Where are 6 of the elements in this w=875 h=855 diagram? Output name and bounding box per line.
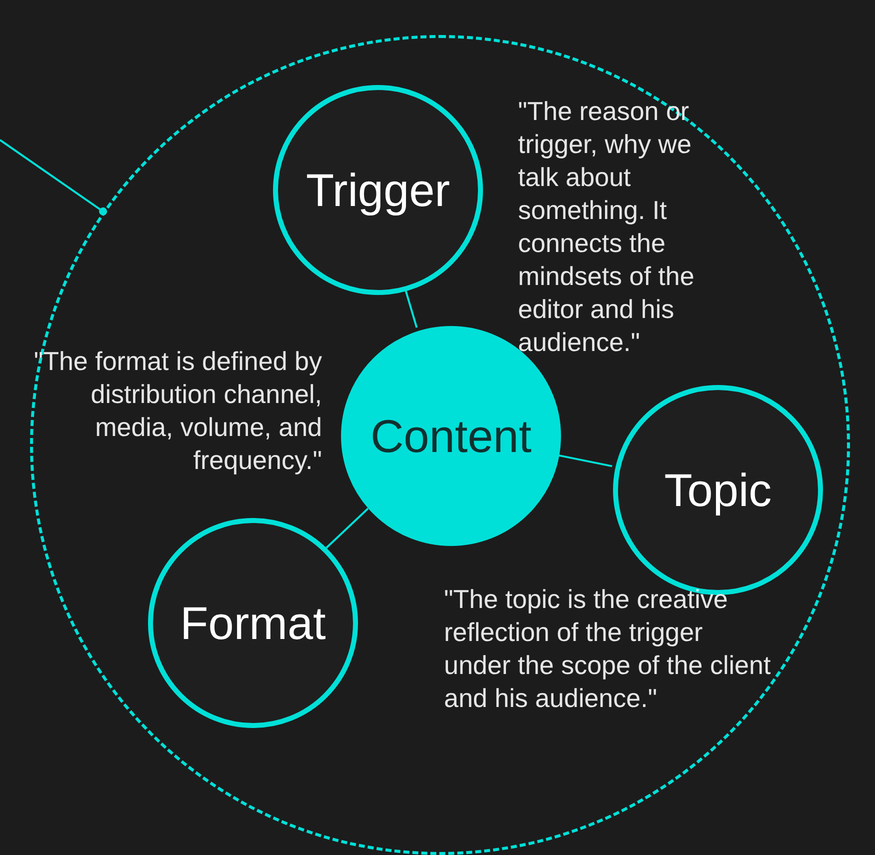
leader-line: [0, 139, 108, 216]
connector-line: [326, 508, 369, 549]
circle-node: Format: [148, 518, 358, 728]
dashed-circle: [30, 35, 850, 855]
circle-node: Trigger: [273, 85, 483, 295]
quote-text: "The format is defined by distribution channel, media, volume, and frequency.": [32, 345, 322, 477]
